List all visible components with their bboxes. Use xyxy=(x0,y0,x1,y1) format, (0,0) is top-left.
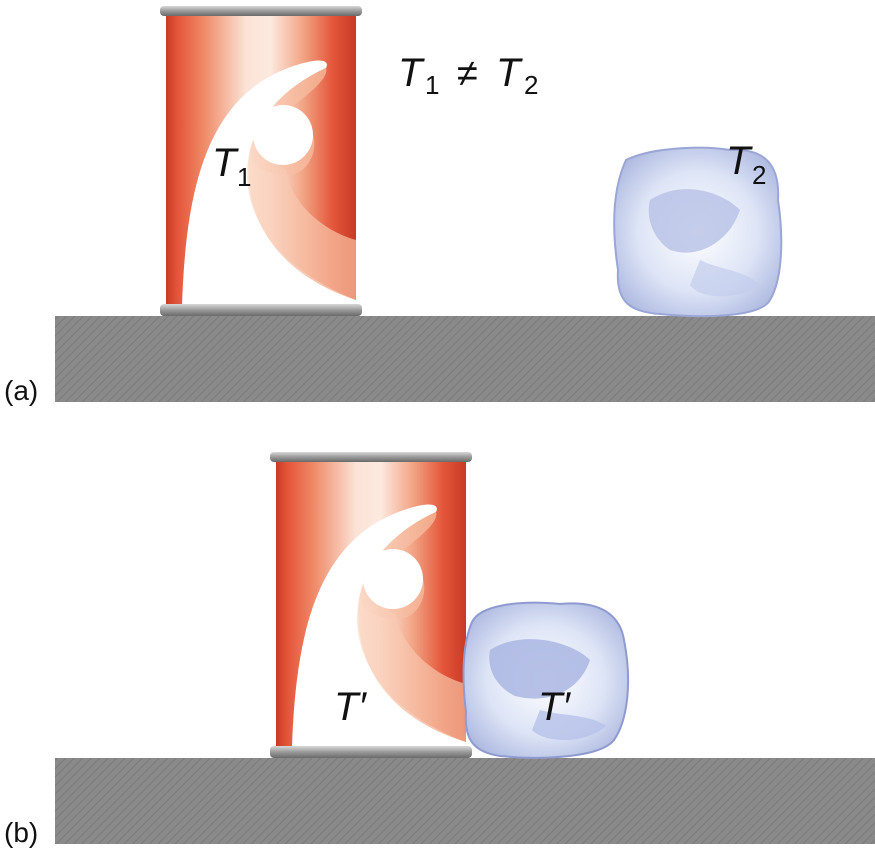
svg-text:≠: ≠ xyxy=(457,53,478,95)
panel-b-label: (b) xyxy=(4,817,38,848)
svg-text:1: 1 xyxy=(237,162,251,192)
svg-text:T: T xyxy=(726,139,753,183)
can-a-temperature-label: T 1 xyxy=(212,141,251,192)
svg-text:T: T xyxy=(496,51,523,95)
can-b xyxy=(270,452,472,758)
svg-text:1: 1 xyxy=(425,70,439,100)
can-b-temperature-label: T′ xyxy=(334,685,367,729)
svg-text:T: T xyxy=(398,51,425,95)
svg-text:T: T xyxy=(212,141,239,185)
ice-a-temperature-label: T 2 xyxy=(726,139,766,190)
svg-text:2: 2 xyxy=(524,70,538,100)
can-a xyxy=(160,6,362,316)
ice-b-temperature-label: T′ xyxy=(538,685,571,729)
ground-a xyxy=(55,316,875,402)
ice-cube-a xyxy=(613,146,783,318)
ground-b xyxy=(55,758,875,844)
ice-cube-b xyxy=(462,601,630,759)
equation-label: T 1 ≠ T 2 xyxy=(398,51,538,100)
panel-a-label: (a) xyxy=(4,375,38,406)
svg-text:2: 2 xyxy=(752,160,766,190)
